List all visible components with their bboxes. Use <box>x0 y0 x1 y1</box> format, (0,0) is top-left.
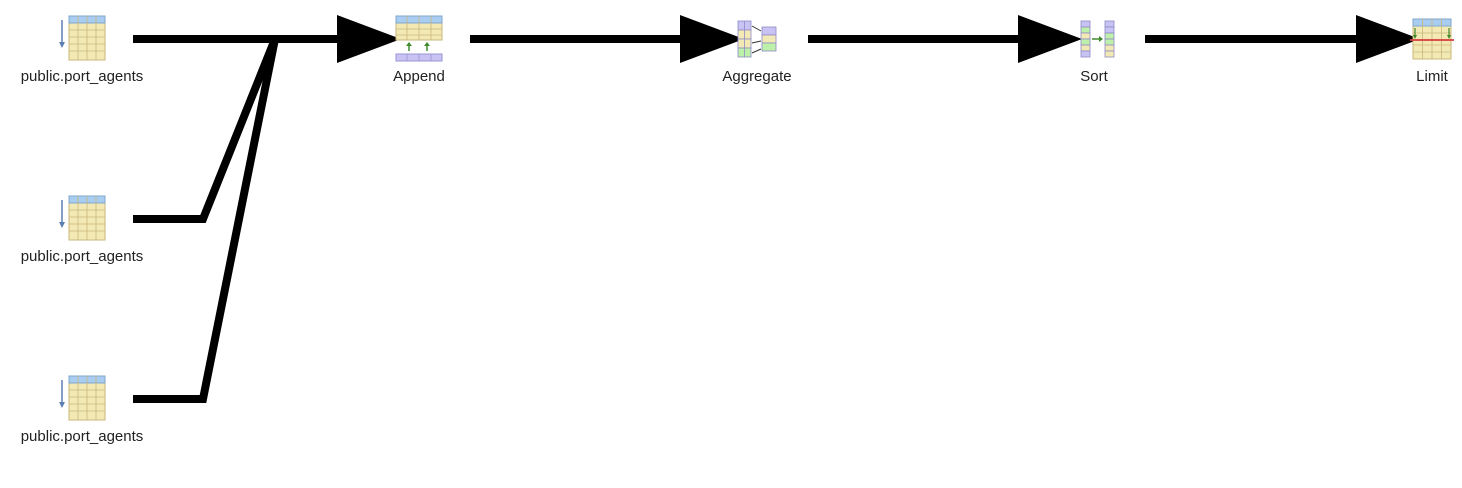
node-limit[interactable]: Limit <box>1352 15 1462 87</box>
append-icon <box>395 15 443 62</box>
node-label: Limit <box>1416 68 1448 85</box>
node-label: public.port_agents <box>20 248 144 265</box>
node-label: Append <box>393 68 445 85</box>
edge-scan2-append <box>133 37 279 223</box>
node-label: Sort <box>1080 68 1108 85</box>
sort-icon <box>1080 20 1115 58</box>
node-aggregate[interactable]: Aggregate <box>677 15 837 87</box>
edge-scan3-append <box>133 38 279 403</box>
aggregate-icon <box>737 20 777 58</box>
node-append[interactable]: Append <box>339 15 499 87</box>
table-scan-icon <box>59 375 106 421</box>
node-label: public.port_agents <box>20 68 144 85</box>
node-scan-1[interactable]: public.port_agents <box>2 15 162 87</box>
node-label: public.port_agents <box>20 428 144 445</box>
node-scan-2[interactable]: public.port_agents <box>2 195 162 267</box>
limit-icon <box>1410 18 1454 60</box>
node-sort[interactable]: Sort <box>1014 15 1174 87</box>
table-scan-icon <box>59 15 106 61</box>
table-scan-icon <box>59 195 106 241</box>
node-scan-3[interactable]: public.port_agents <box>2 375 162 447</box>
node-label: Aggregate <box>722 68 792 85</box>
